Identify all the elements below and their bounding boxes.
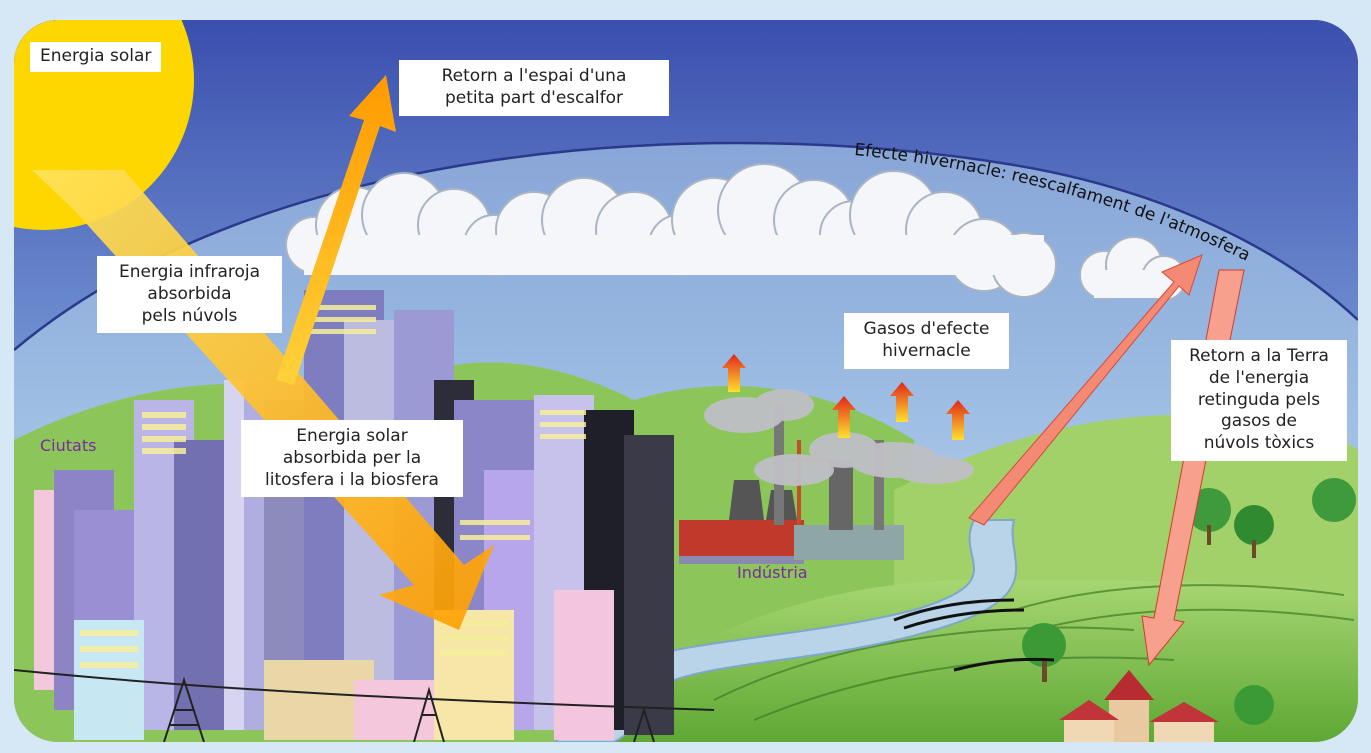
village xyxy=(1059,670,1219,742)
solar-absorbed-label: Energia solar absorbida per la litosfera… xyxy=(241,420,463,498)
return-earth-label: Retorn a la Terra de l'energia retinguda… xyxy=(1171,340,1347,461)
trees xyxy=(1022,478,1356,725)
solar-energy-label: Energia solar xyxy=(30,42,162,72)
diagram-illustration: Efecte hivernacle: reescalfament de l'at… xyxy=(14,20,1358,742)
smoke xyxy=(704,389,974,486)
greenhouse-gases-label: Gasos d'efecte hivernacle xyxy=(844,313,1009,369)
city-windows xyxy=(80,305,586,668)
clouds xyxy=(285,163,1187,301)
return-to-space-arrow xyxy=(276,75,396,385)
return-space-label: Retorn a l'espai d'una petita part d'esc… xyxy=(399,60,669,116)
diagram-frame: Efecte hivernacle: reescalfament de l'at… xyxy=(14,20,1358,742)
infrared-label: Energia infraroja absorbida pels núvols xyxy=(97,256,282,334)
upward-red-arrow xyxy=(968,254,1203,526)
industry-label: Indústria xyxy=(737,563,808,582)
cities-label: Ciutats xyxy=(40,436,97,455)
atmosphere-line xyxy=(14,141,1358,351)
gas-arrows xyxy=(722,354,970,440)
power-pylons xyxy=(14,669,715,742)
dark-furrows xyxy=(893,598,1055,672)
